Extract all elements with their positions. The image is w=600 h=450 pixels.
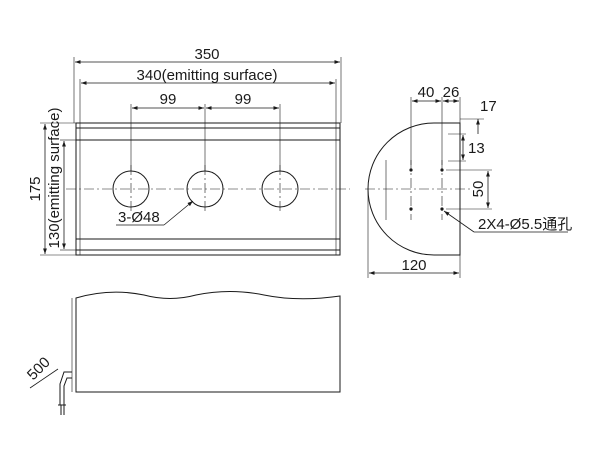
dim-side-width: 120 [401,257,426,274]
mount-callout-label: 2X4-Ø5.5通孔 [478,216,572,233]
hole-callout-label: 3-Ø48 [118,209,160,226]
dim-side-40: 40 [418,84,435,101]
dim-overall-length: 350 [194,46,219,63]
cable [59,371,72,405]
front-view: 350 340(emitting surface) 99 99 175 130(… [27,46,350,256]
dim-side-13: 13 [468,140,485,157]
dim-side-17: 17 [480,98,497,115]
dim-cable-length: 500 [24,354,54,384]
cable-length-leader [29,368,59,389]
top-view: 500 [24,291,341,415]
dim-emitting-height: 130(emitting surface) [46,108,63,249]
side-view: 40 26 17 13 50 120 2X4-Ø5.5通孔 [365,84,572,278]
dim-side-50: 50 [470,181,487,198]
mount-callout-leader [443,210,475,233]
dim-side-26: 26 [443,84,460,101]
dim-hole-pitch-left: 99 [160,91,177,108]
dim-emitting-length: 340(emitting surface) [137,67,278,84]
dim-overall-height: 175 [27,176,44,201]
hole-callout-leader [163,200,194,226]
top-view-body [75,291,341,393]
dim-hole-pitch-right: 99 [235,91,252,108]
